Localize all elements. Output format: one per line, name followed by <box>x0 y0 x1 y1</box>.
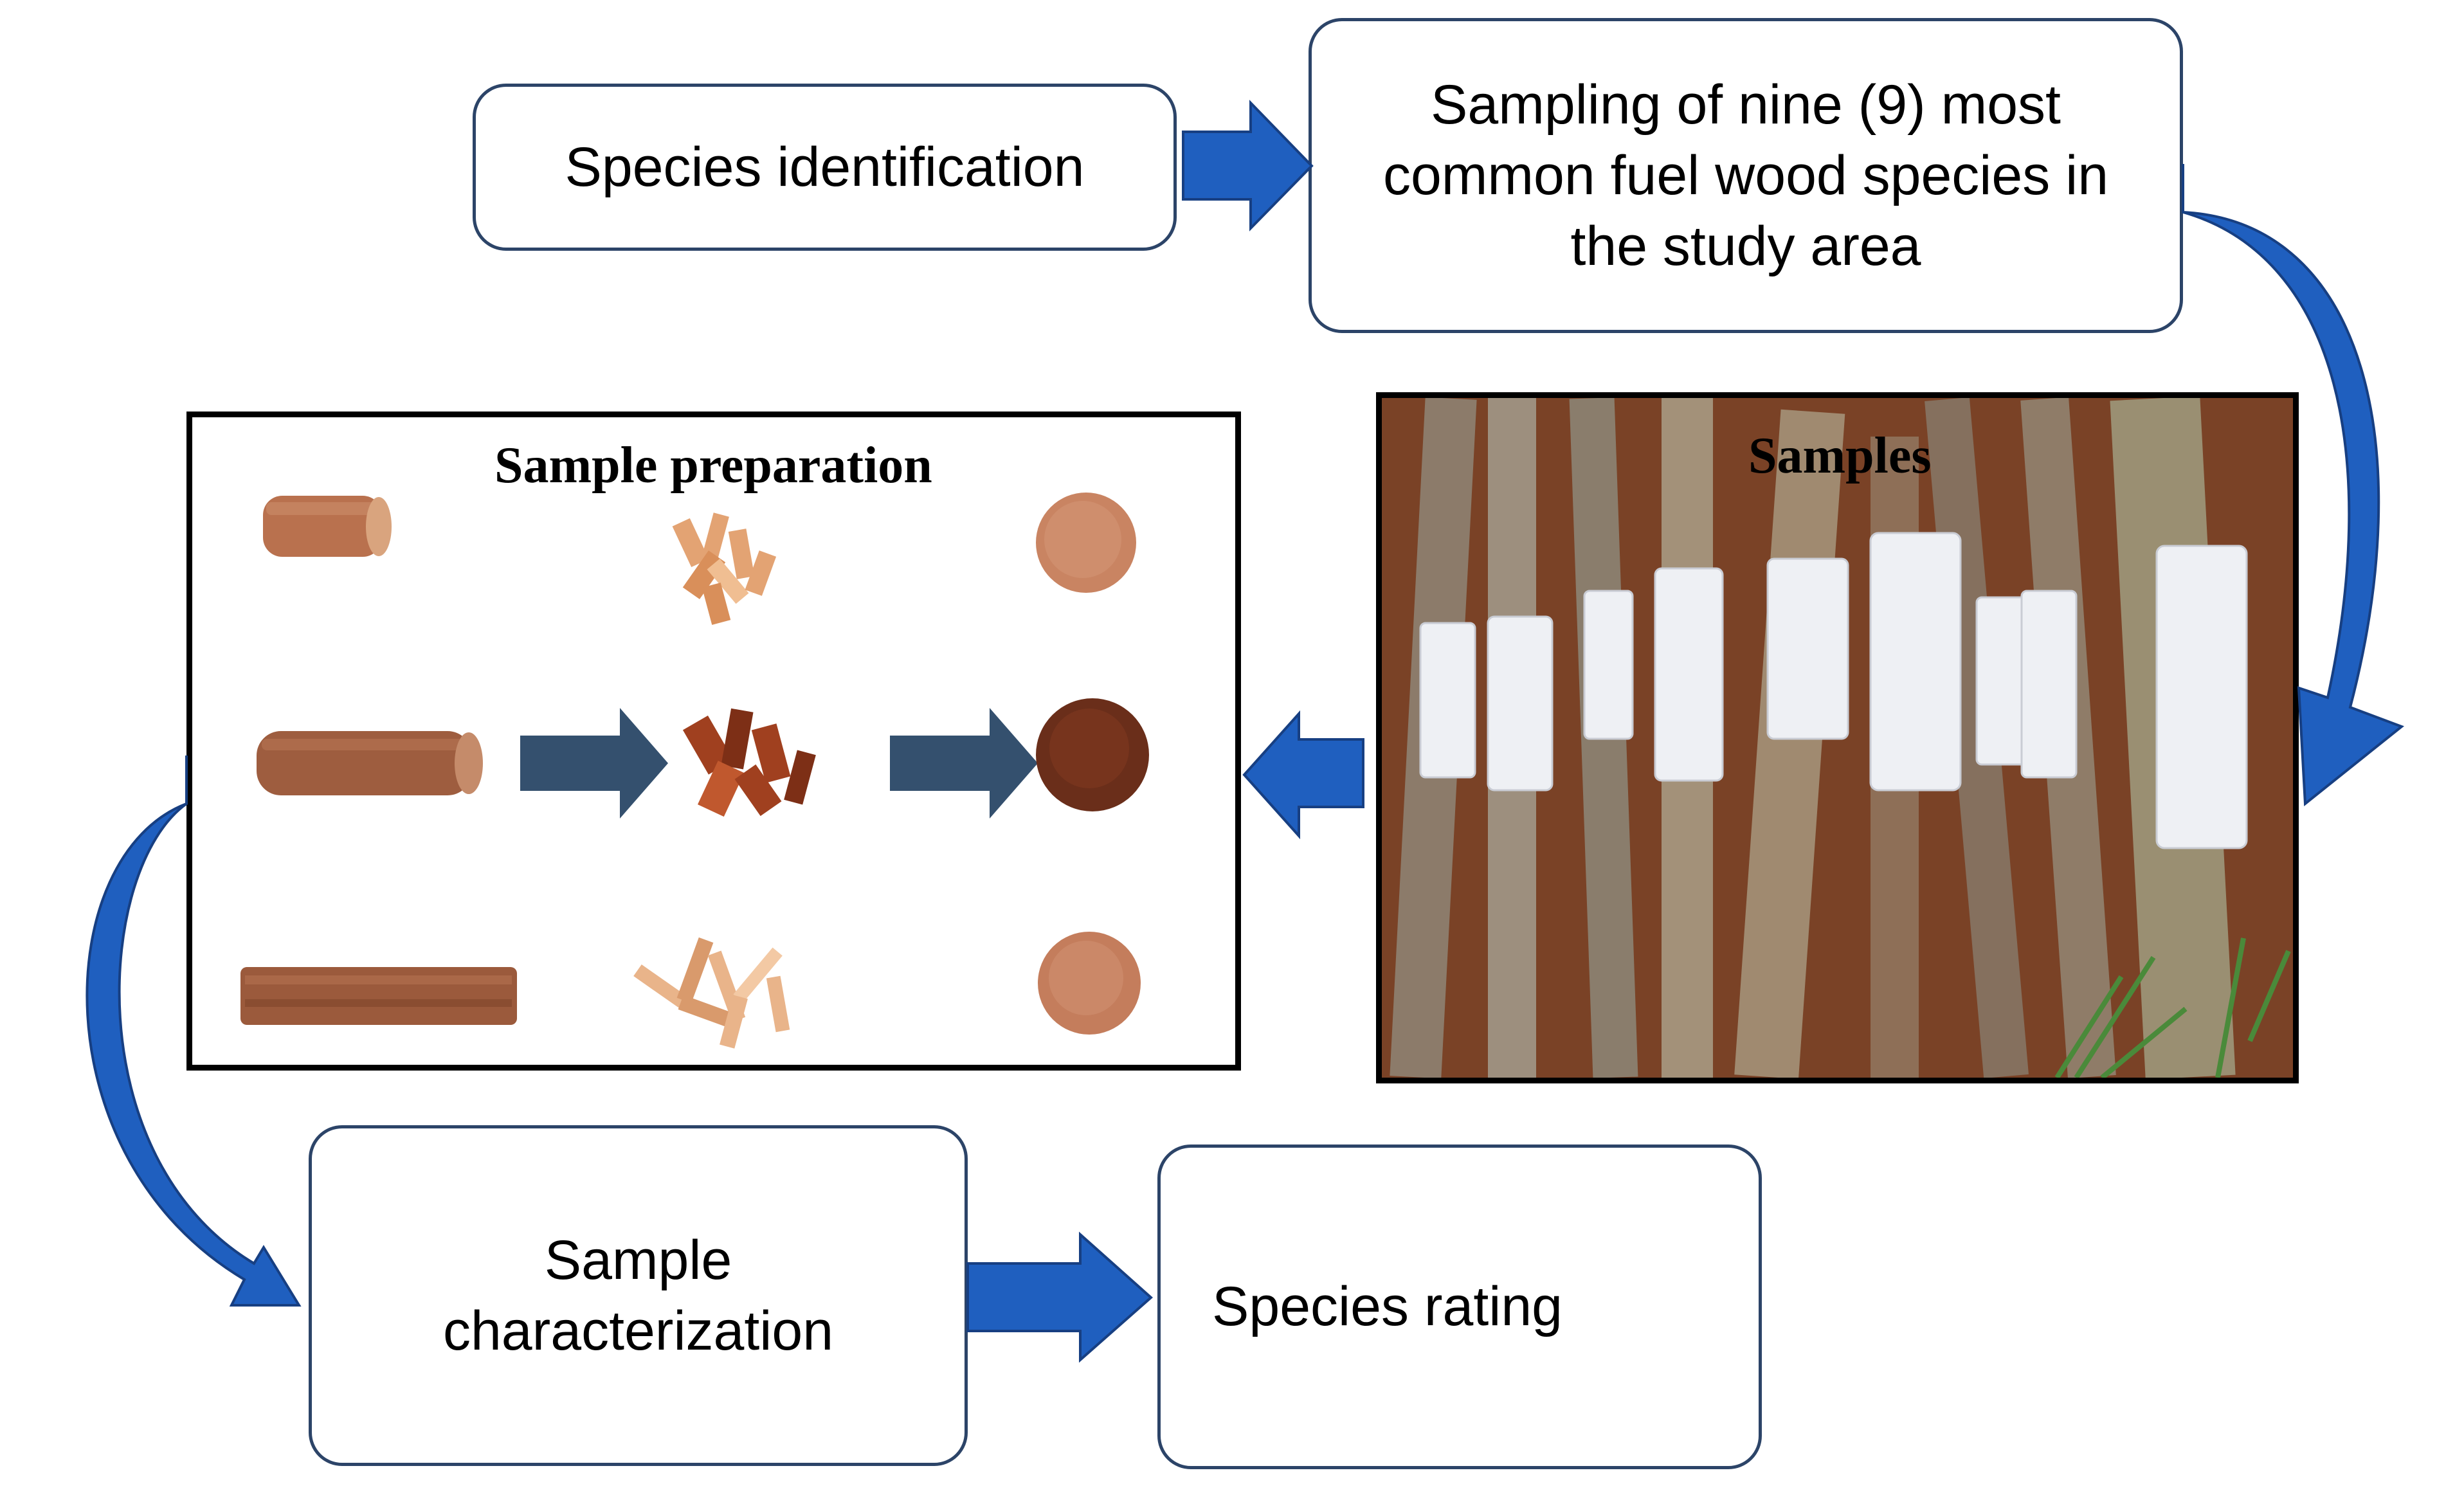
species-identification-label: Species identification <box>565 136 1085 198</box>
wood-chips-pale-image <box>633 937 790 1049</box>
wood-chips-light-image <box>672 512 777 625</box>
samples-title: Samples <box>1748 428 1932 484</box>
sampling-label-line2: common fuel wood species in <box>1382 144 2109 206</box>
arrow-left-icon <box>1242 710 1364 840</box>
sampling-label-line3: the study area <box>1570 215 1921 278</box>
samples-photo-panel: Samples <box>1376 392 2299 1083</box>
characterization-label-line2: characterization <box>442 1300 834 1362</box>
sample-preparation-illustration <box>240 493 1149 1049</box>
wood-samples-photo <box>1382 398 2293 1078</box>
wood-chips-dark-image <box>682 708 816 817</box>
sample-characterization-box: Sample characterization <box>309 1125 968 1466</box>
characterization-label-line1: Sample <box>544 1229 732 1291</box>
species-rating-label: Species rating <box>1212 1276 1563 1338</box>
prep-arrow-2-icon <box>890 708 1038 819</box>
species-identification-box: Species identification <box>473 84 1177 251</box>
wood-log-short-image <box>263 496 392 557</box>
arrow-right-1-icon <box>1182 100 1314 231</box>
sample-preparation-title: Sample preparation <box>494 437 932 494</box>
wood-log-medium-image <box>257 731 483 795</box>
sample-preparation-panel: Sample preparation <box>186 412 1241 1071</box>
prep-arrow-1-icon <box>520 708 668 819</box>
sampling-label-line1: Sampling of nine (9) most <box>1431 73 2061 136</box>
species-rating-box: Species rating <box>1157 1145 1762 1469</box>
wood-log-long-image <box>240 967 517 1025</box>
arrow-right-2-icon <box>966 1231 1154 1363</box>
sampling-box: Sampling of nine (9) most common fuel wo… <box>1309 18 2183 333</box>
grass-leaves <box>2054 937 2291 1078</box>
